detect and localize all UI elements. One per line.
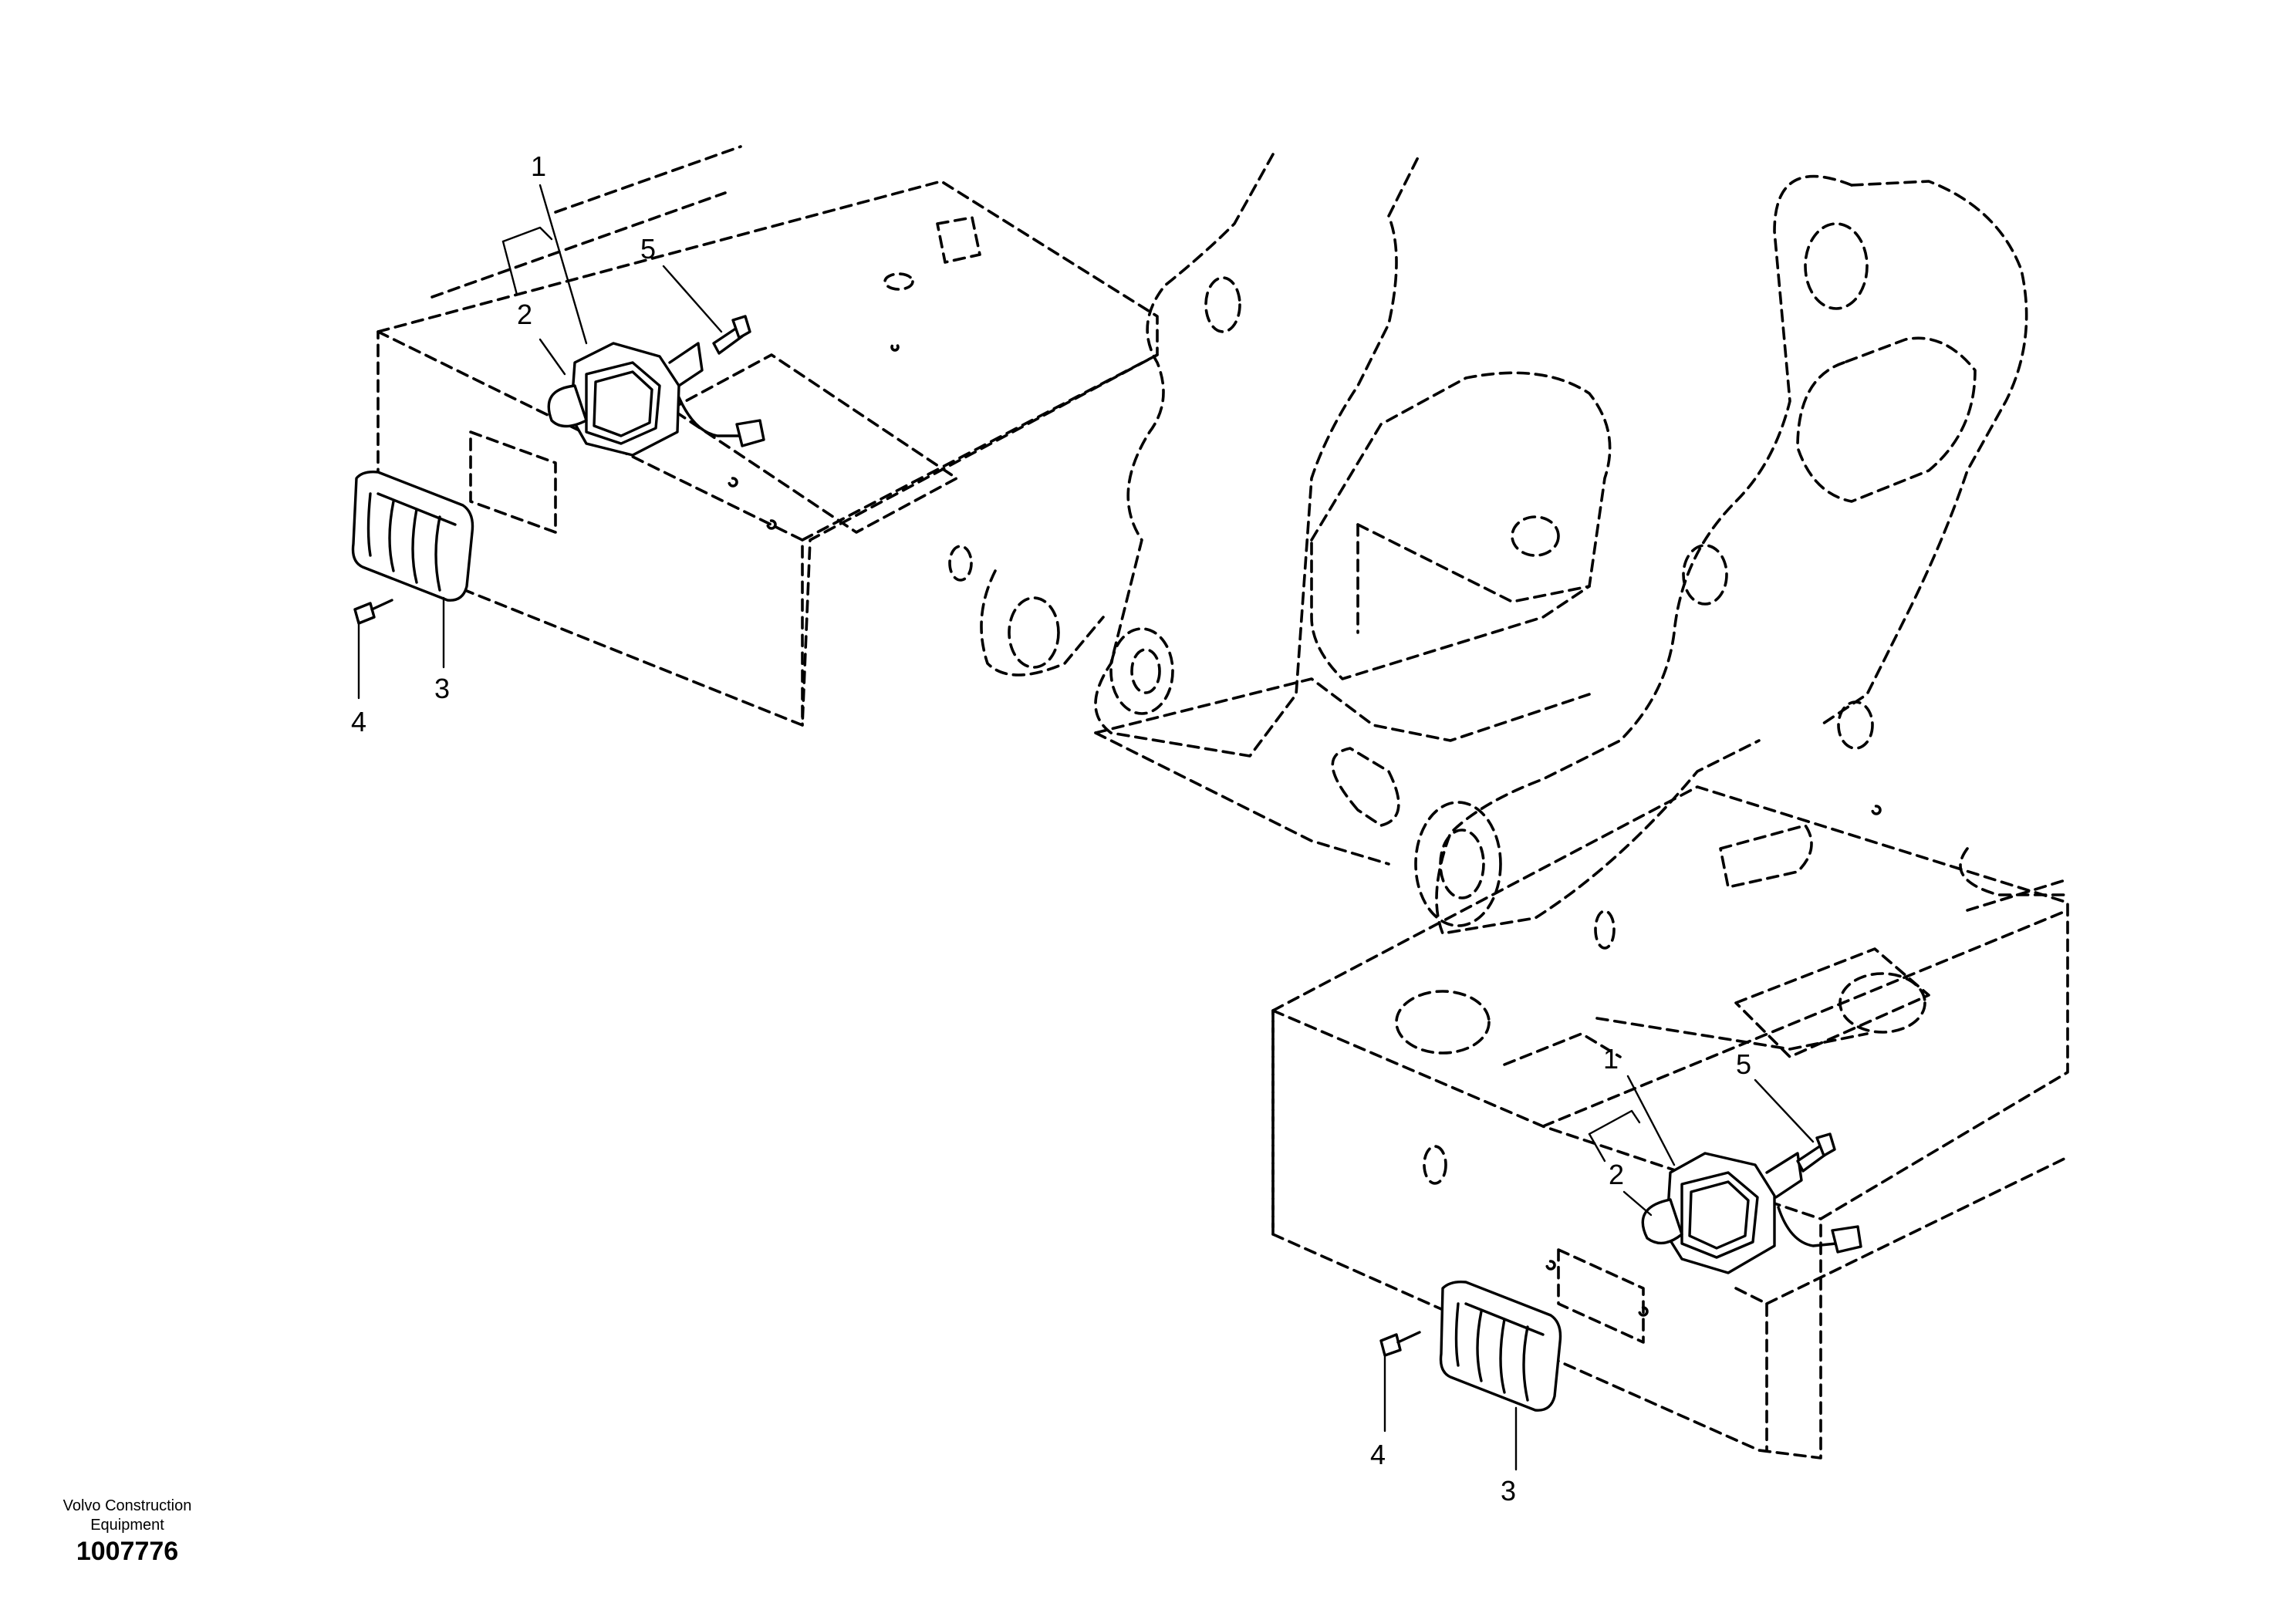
callout-1-left: 1	[531, 150, 546, 182]
callout-2-left: 2	[517, 299, 532, 330]
callouts-left: 1 2 3 4 5	[351, 150, 656, 737]
callout-4-right: 4	[1370, 1439, 1386, 1470]
callout-4-left: 4	[351, 706, 366, 737]
callout-2-right: 2	[1609, 1159, 1624, 1190]
bolt-5-left	[712, 315, 751, 355]
screw-4-left	[353, 599, 393, 625]
callouts-right: 1 2 3 4 5	[1370, 1043, 1751, 1507]
callout-5-right: 5	[1736, 1048, 1751, 1080]
screw-4-right	[1379, 1331, 1421, 1357]
leader-lines-right	[1383, 1075, 1815, 1471]
lamp-guard-right	[1439, 1280, 1562, 1412]
lamp-guard-left	[351, 470, 474, 602]
center-link-outline	[1094, 371, 1612, 866]
drawing-number: 1007776	[76, 1537, 179, 1566]
swing-bracket-outline	[1331, 174, 2028, 935]
work-lamp-left	[547, 342, 765, 457]
callout-5-left: 5	[640, 233, 656, 265]
work-lamp-right	[1641, 1152, 1862, 1274]
boom-arm-outline	[980, 153, 1421, 758]
bolt-5-right	[1796, 1132, 1836, 1173]
callout-1-right: 1	[1603, 1043, 1619, 1075]
brand-caption: Volvo Construction Equipment	[62, 1497, 192, 1534]
leader-lines-left	[357, 184, 723, 700]
lower-frame-outline	[1271, 785, 2069, 1460]
upper-frame-outline	[376, 145, 1159, 727]
callout-3-left: 3	[434, 673, 450, 704]
callout-3-right: 3	[1501, 1475, 1516, 1507]
